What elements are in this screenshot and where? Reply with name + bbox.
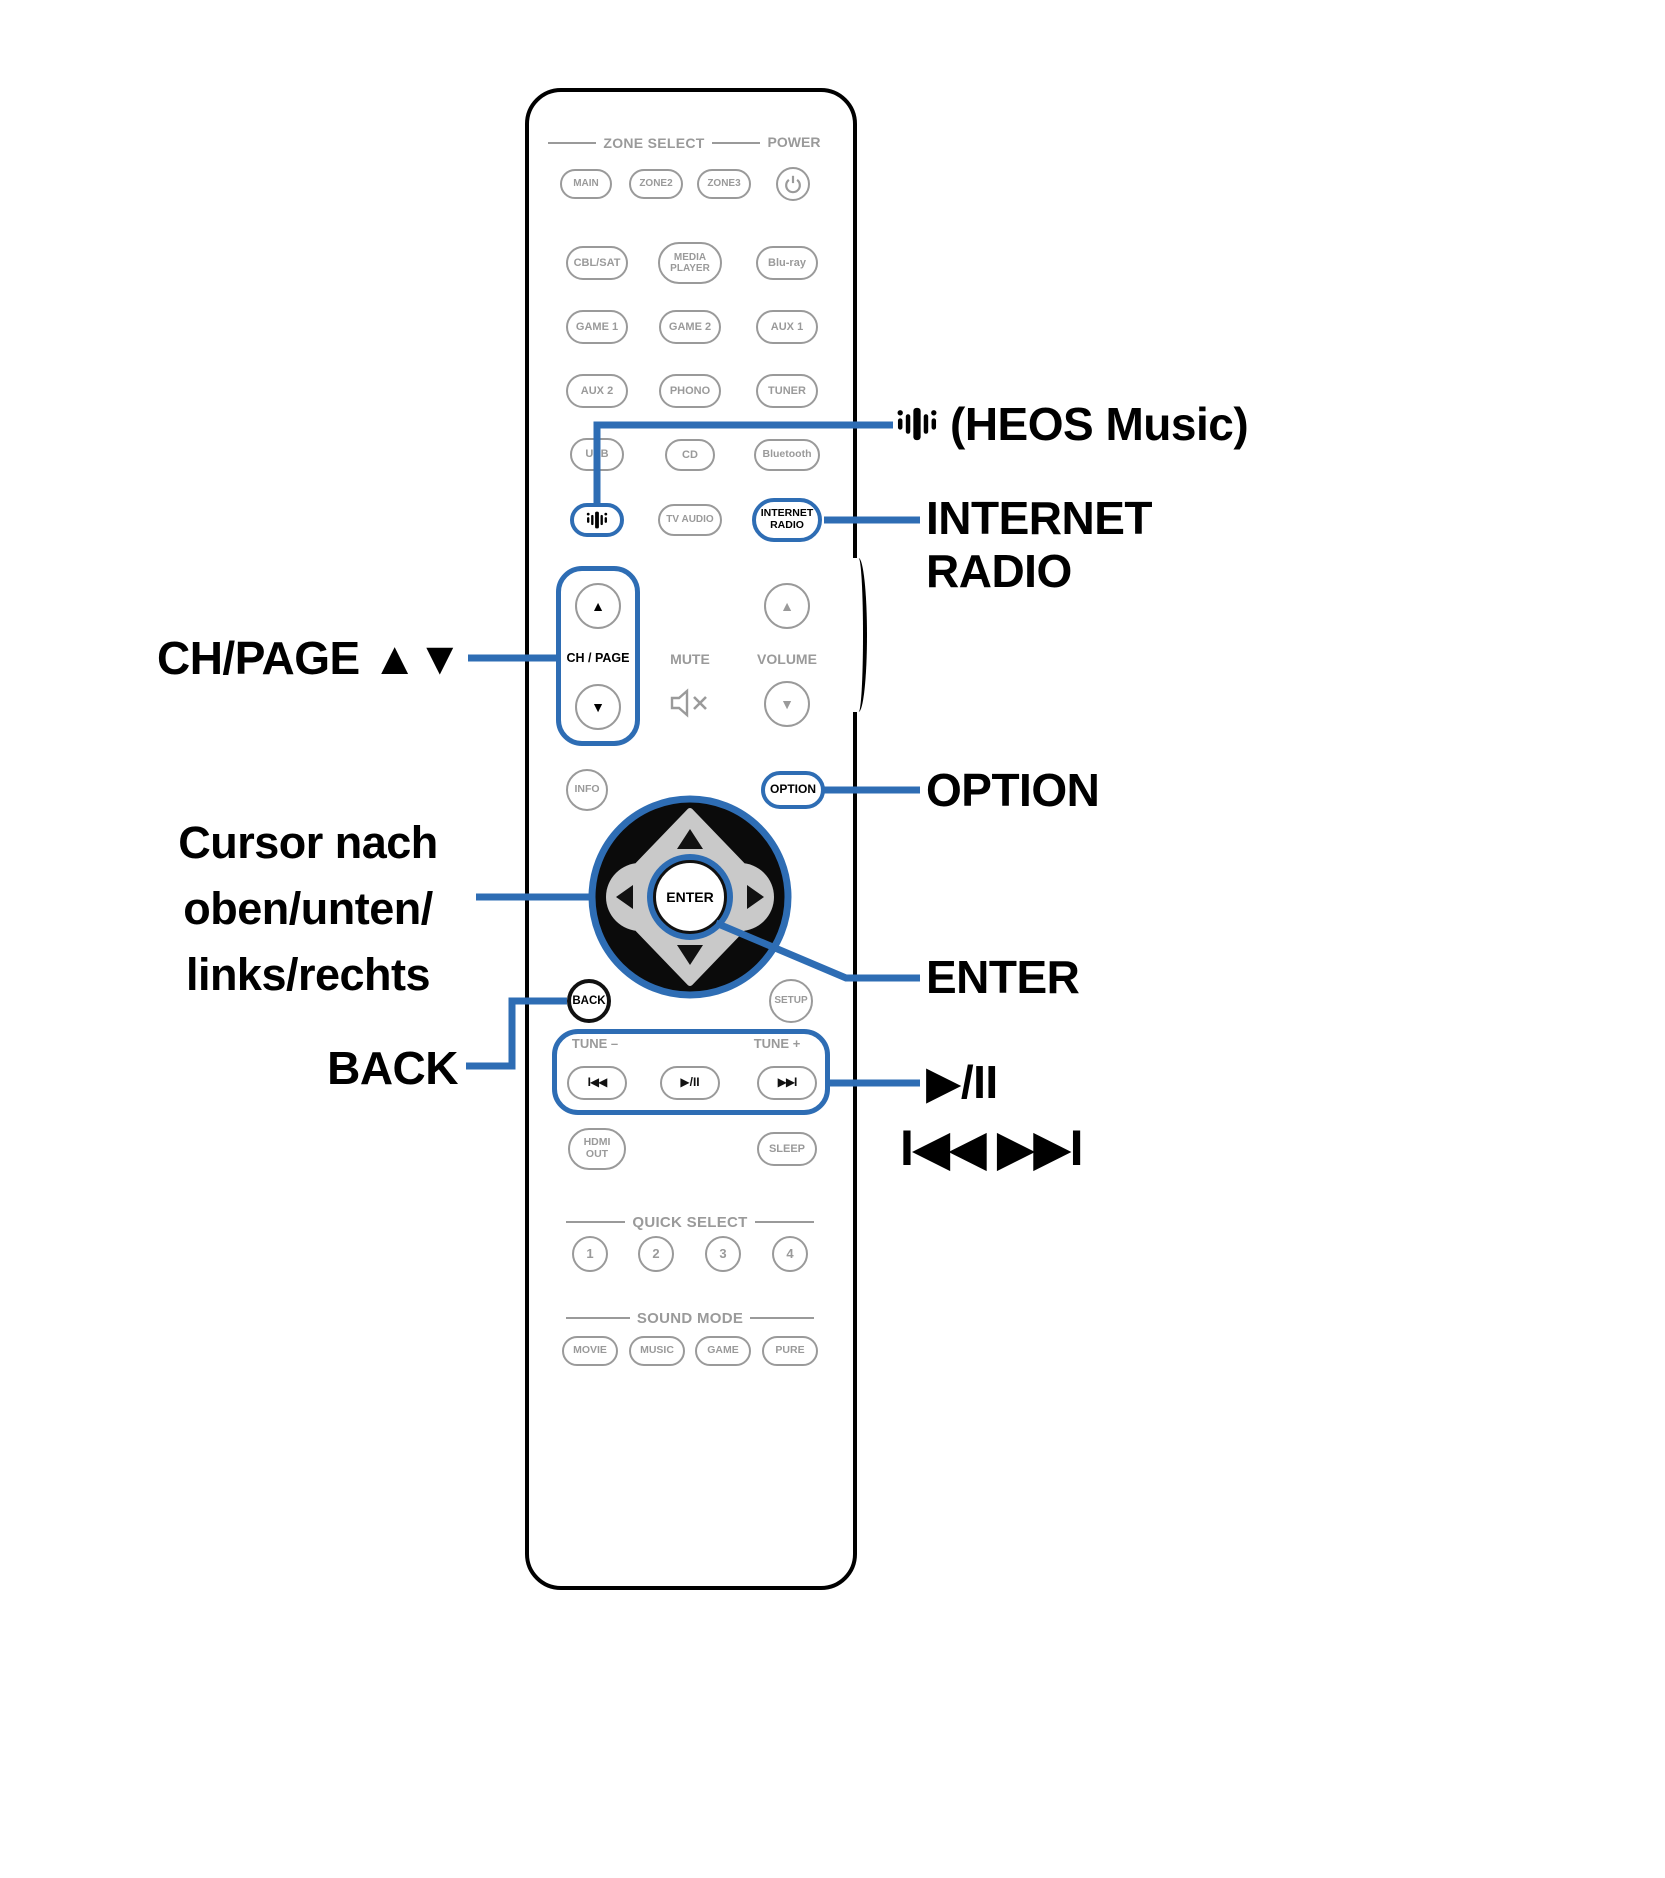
quick-select-4-button[interactable]: 4 <box>772 1236 808 1272</box>
tuner-button[interactable]: TUNER <box>756 374 818 408</box>
callout-cursor: Cursor nach oben/unten/ links/rechts <box>130 810 486 1008</box>
heos-music-icon <box>897 407 937 441</box>
transport-group-highlight <box>552 1029 830 1115</box>
dash-line <box>754 1220 814 1224</box>
music-button[interactable]: MUSIC <box>629 1336 685 1366</box>
volume-label: VOLUME <box>757 651 817 667</box>
cursor-down-icon <box>677 945 703 965</box>
tune-minus-label: TUNE – <box>571 1036 619 1051</box>
main-button[interactable]: MAIN <box>560 169 612 199</box>
heos-music-button[interactable] <box>570 503 624 537</box>
ch-page-label: CH / PAGE <box>566 651 630 665</box>
zone3-button[interactable]: ZONE3 <box>697 169 751 199</box>
dash-line <box>750 1316 814 1320</box>
callout-back: BACK <box>327 1042 458 1094</box>
quick-select-label: QUICK SELECT <box>566 1212 814 1232</box>
tune-plus-label: TUNE + <box>753 1036 801 1051</box>
enter-button[interactable]: ENTER <box>653 860 727 934</box>
zone-select-label: ZONE SELECT <box>548 133 760 153</box>
dash-line <box>711 141 760 145</box>
sound-mode-label: SOUND MODE <box>566 1308 814 1328</box>
down-arrow-icon: ▼ <box>591 699 605 715</box>
back-button[interactable]: BACK <box>567 979 611 1023</box>
callout-enter: ENTER <box>926 951 1080 1003</box>
cd-button[interactable]: CD <box>665 439 715 471</box>
callout-heos-music: (HEOS Music) <box>896 396 1249 452</box>
mute-icon <box>670 688 707 718</box>
volume-down-button[interactable]: ▼ <box>764 681 810 727</box>
zone2-button[interactable]: ZONE2 <box>629 169 683 199</box>
power-button[interactable] <box>776 167 810 201</box>
cursor-callout-line2: oben/unten/ <box>183 883 433 934</box>
dash-line <box>566 1316 630 1320</box>
quick-select-3-button[interactable]: 3 <box>705 1236 741 1272</box>
volume-up-button[interactable]: ▲ <box>764 583 810 629</box>
callout-play-pause: ▶/II <box>926 1056 998 1108</box>
quick-select-text: QUICK SELECT <box>632 1213 748 1231</box>
phono-button[interactable]: PHONO <box>659 374 721 408</box>
heos-music-callout-text: (HEOS Music) <box>950 397 1249 450</box>
play-pause-button[interactable]: ▶/II <box>660 1066 720 1100</box>
aux2-button[interactable]: AUX 2 <box>566 374 628 408</box>
up-arrow-icon: ▲ <box>591 598 605 614</box>
power-label: POWER <box>767 134 821 150</box>
cursor-up-icon <box>677 829 703 849</box>
usb-button[interactable]: USB <box>570 438 624 471</box>
up-arrow-icon: ▲ <box>780 598 794 614</box>
ch-page-up-button[interactable]: ▲ <box>575 583 621 629</box>
mute-button[interactable] <box>670 688 710 718</box>
blu-ray-button[interactable]: Blu-ray <box>756 246 818 280</box>
quick-select-1-button[interactable]: 1 <box>572 1236 608 1272</box>
callout-ch-page: CH/PAGE ▲▼ <box>156 632 463 684</box>
game2-button[interactable]: GAME 2 <box>659 310 721 344</box>
internet-radio-button[interactable]: INTERNET RADIO <box>752 498 822 542</box>
skip-forward-button[interactable]: ▶▶I <box>757 1066 817 1100</box>
tv-audio-button[interactable]: TV AUDIO <box>658 504 722 536</box>
cursor-callout-line3: links/rechts <box>185 949 431 1000</box>
info-button[interactable]: INFO <box>566 769 608 811</box>
remote-side-curve <box>853 558 867 712</box>
cursor-callout-line1: Cursor nach <box>178 817 438 868</box>
cursor-left-button[interactable] <box>600 873 648 921</box>
cursor-left-icon <box>616 885 633 909</box>
dash-line <box>548 141 597 145</box>
down-arrow-icon: ▼ <box>780 696 794 712</box>
media-player-button[interactable]: MEDIA PLAYER <box>658 242 722 284</box>
game1-button[interactable]: GAME 1 <box>566 310 628 344</box>
hdmi-out-button[interactable]: HDMI OUT <box>568 1128 626 1170</box>
sleep-button[interactable]: SLEEP <box>757 1132 817 1166</box>
callout-skip: I◀◀ ▶▶I <box>900 1120 1083 1176</box>
quick-select-2-button[interactable]: 2 <box>638 1236 674 1272</box>
zone-select-text: ZONE SELECT <box>603 135 705 151</box>
power-icon <box>785 175 801 194</box>
callout-option: OPTION <box>926 764 1100 816</box>
setup-button[interactable]: SETUP <box>769 979 813 1023</box>
cursor-right-button[interactable] <box>732 873 780 921</box>
cursor-right-icon <box>747 885 764 909</box>
skip-back-button[interactable]: I◀◀ <box>567 1066 627 1100</box>
pure-button[interactable]: PURE <box>762 1336 818 1366</box>
sound-mode-text: SOUND MODE <box>636 1309 744 1327</box>
callout-internet-radio: INTERNET RADIO <box>926 492 1153 598</box>
cbl-sat-button[interactable]: CBL/SAT <box>566 246 628 280</box>
internet-radio-callout-line2: RADIO <box>926 544 1072 597</box>
cursor-down-button[interactable] <box>638 931 742 989</box>
heos-music-icon <box>586 511 608 529</box>
ch-page-group-highlight <box>556 566 640 746</box>
bluetooth-button[interactable]: Bluetooth <box>754 439 820 471</box>
cursor-up-button[interactable] <box>638 805 742 863</box>
internet-radio-callout-line1: INTERNET <box>926 492 1153 544</box>
ch-page-down-button[interactable]: ▼ <box>575 684 621 730</box>
cursor-pad: ENTER <box>586 793 794 1001</box>
aux1-button[interactable]: AUX 1 <box>756 310 818 344</box>
mute-label: MUTE <box>670 651 710 667</box>
movie-button[interactable]: MOVIE <box>562 1336 618 1366</box>
game-button[interactable]: GAME <box>695 1336 751 1366</box>
dash-line <box>566 1220 626 1224</box>
